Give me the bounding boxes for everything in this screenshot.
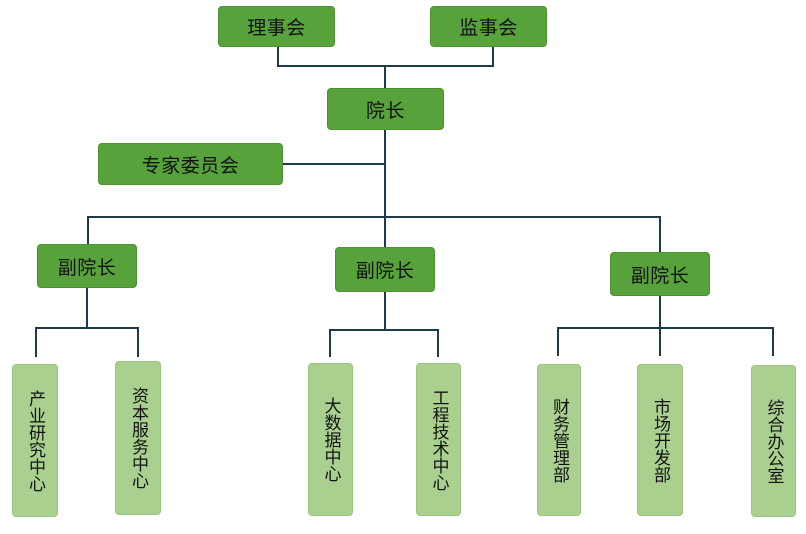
vp-center-node: 副院长 <box>335 247 435 292</box>
dept-market-development: 市场开发部 <box>637 364 683 516</box>
supervisors-node: 监事会 <box>430 6 547 47</box>
vp-right-node: 副院长 <box>610 252 710 296</box>
dept-industry-research: 产业研究中心 <box>12 364 58 517</box>
board-node: 理事会 <box>218 6 335 47</box>
vp-left-node: 副院长 <box>37 244 137 288</box>
dept-finance: 财务管理部 <box>537 364 581 516</box>
dept-engineering-tech: 工程技术中心 <box>416 363 461 516</box>
president-node: 院长 <box>327 88 444 130</box>
experts-committee-node: 专家委员会 <box>98 143 283 185</box>
dept-general-office: 综合办公室 <box>751 365 796 517</box>
dept-capital-services: 资本服务中心 <box>115 361 161 515</box>
dept-big-data: 大数据中心 <box>308 363 353 516</box>
